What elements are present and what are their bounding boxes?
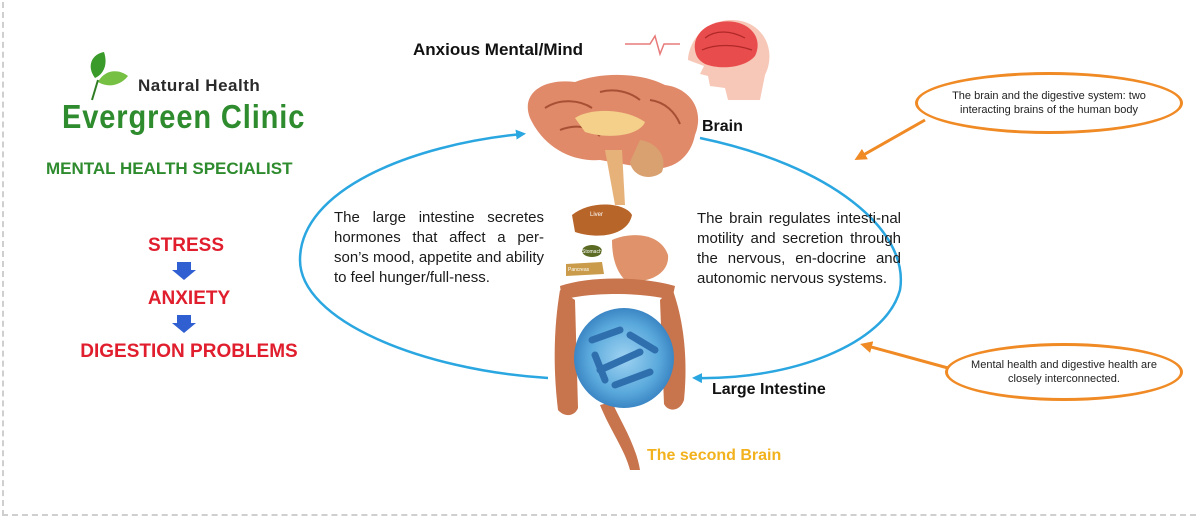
leaf-logo-icon [90,52,128,101]
cycle-arrow-brain-to-intestine [692,136,903,384]
cycle-arrow-intestine-to-brain [298,129,549,380]
brain-label: Brain [702,118,743,135]
logo-small-text: Natural Health [138,76,261,95]
liver-label: Liver [590,212,603,218]
callout-top-arrow [854,118,926,160]
brain-illustration [527,74,699,205]
logo-main-text: Evergreen Clinic [62,98,306,135]
pancreas-label: Pancreas [568,267,590,273]
specialist-tagline: MENTAL HEALTH SPECIALIST [46,159,293,178]
intestine-to-brain-text: The large intestine secretes hormones th… [334,209,544,286]
second-brain-label: The second Brain [647,447,782,464]
large-intestine-label: Large Intestine [712,381,826,398]
callout-bottom-arrow [860,341,949,370]
flow-stress: STRESS [147,235,225,256]
stomach-label: Stomach [582,249,602,255]
diagram-title: Anxious Mental/Mind [413,40,583,59]
callout-two-brains: The brain and the digestive system: two … [915,72,1183,134]
digestive-system-illustration: Liver Stomach Pancreas [554,204,686,470]
callout-interconnected: Mental health and digestive health are c… [945,343,1183,401]
flow-digestion-problems: DIGESTION PROBLEMS [80,341,298,362]
callout-interconnected-text: Mental health and digestive health are c… [971,359,1157,385]
flow-anxiety: ANXIETY [147,288,231,309]
brain-to-intestine-text: The brain regulates intesti-nal motility… [697,210,901,287]
callout-two-brains-text: The brain and the digestive system: two … [952,90,1146,116]
flow-arrow-down-icon [172,315,196,333]
flow-arrow-down-icon [172,262,196,280]
head-brain-icon [625,19,770,100]
